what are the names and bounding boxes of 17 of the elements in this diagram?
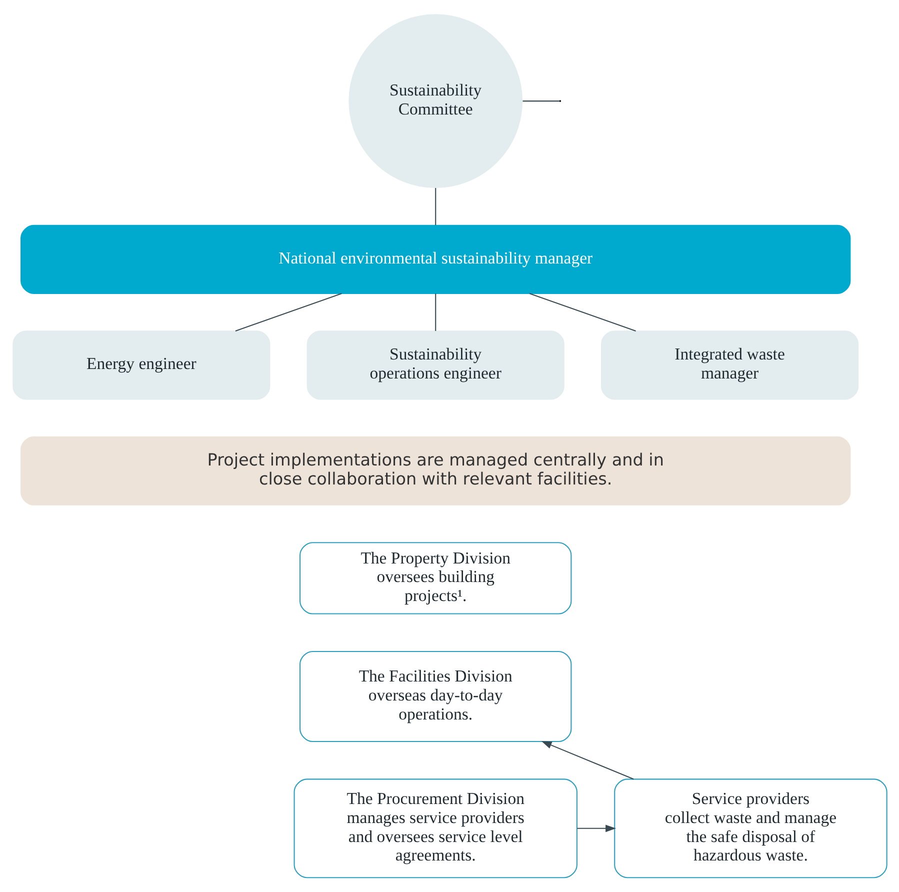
- connector: [434, 294, 436, 331]
- node-box: The Procurement Division manages service providers and oversees service level agreements.: [293, 778, 577, 878]
- connector: [522, 100, 560, 102]
- node-box: The Property Division oversees building projects¹.: [299, 542, 572, 614]
- connector: [528, 293, 636, 332]
- node-box: Sustainability operations engineer: [306, 330, 564, 400]
- node-box: Integrated waste manager: [600, 330, 858, 400]
- node-box: National environmental sustainability manager: [20, 224, 850, 294]
- connector: [434, 188, 436, 226]
- node-box: The Facilities Division overseas day-to-day operations.: [299, 650, 572, 742]
- connector: [234, 293, 342, 332]
- node-box: Energy engineer: [12, 330, 270, 400]
- arrow: [576, 824, 616, 832]
- arrow: [540, 741, 634, 780]
- node-box: Project implementations are managed centrally and in close collaboration with relevant facilities.: [20, 436, 850, 506]
- node-box: Service providers collect waste and manage the safe disposal of hazardous waste.: [614, 778, 887, 878]
- node-circle: Sustainability Committee: [348, 14, 522, 188]
